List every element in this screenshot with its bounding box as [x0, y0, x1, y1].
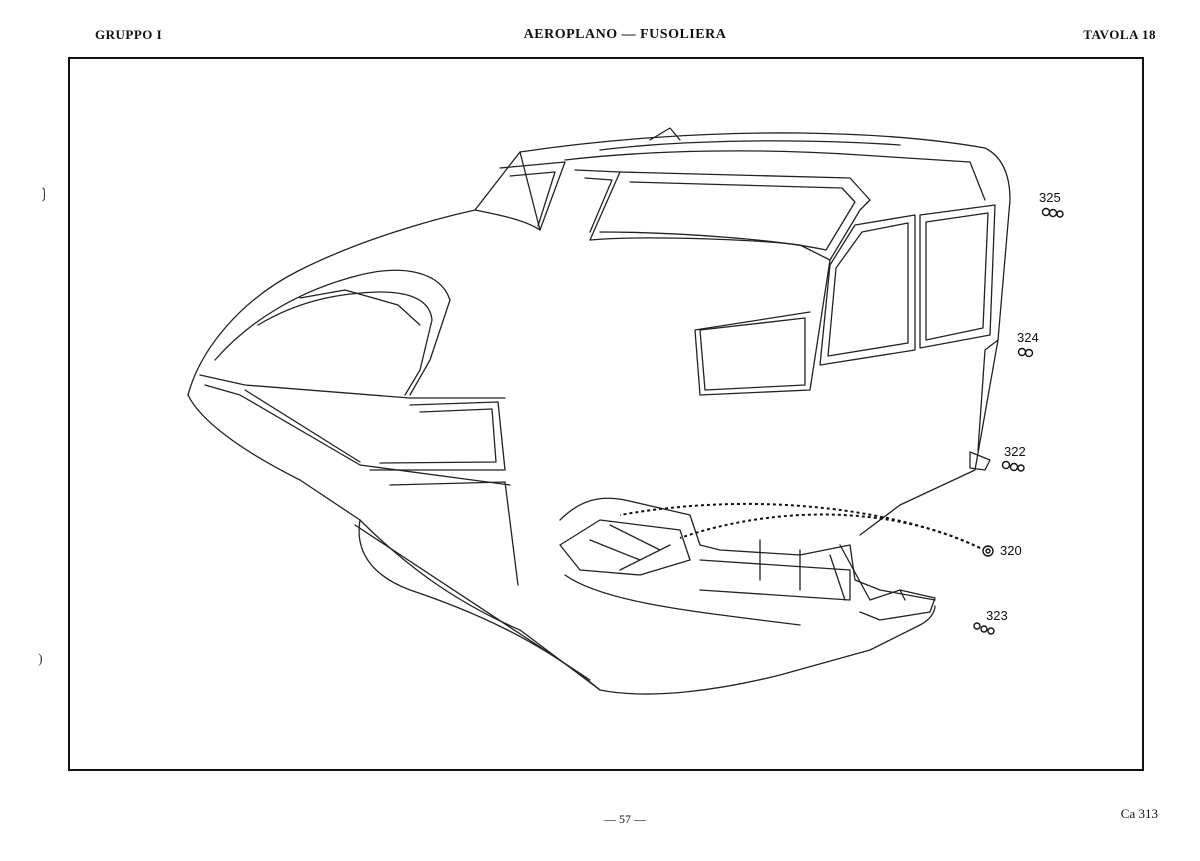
callout-322: 322: [1004, 444, 1026, 459]
drawing-frame: [68, 57, 1144, 771]
plate-label: TAVOLA 18: [1083, 27, 1156, 42]
binding-mark-bottom: ): [38, 652, 43, 667]
page-title: AEROPLANO — FUSOLIERA: [523, 27, 727, 42]
callout-323: 323: [986, 608, 1008, 623]
fuselage-outline: [187, 132, 1011, 536]
part-325-icon: [1041, 207, 1064, 218]
canopy-frames: [474, 151, 541, 231]
callout-325: 325: [1039, 190, 1061, 205]
page-number: — 57 —: [604, 812, 646, 826]
part-320-icon: [982, 545, 994, 557]
binding-mark-top: ❳: [38, 187, 50, 202]
part-323-icon: [973, 622, 995, 635]
leader-line-320b: [679, 513, 981, 549]
part-324-icon: [1017, 347, 1034, 358]
aircraft-model: Ca 313: [1120, 806, 1158, 821]
part-322-icon: [1001, 460, 1025, 472]
cutaway-structure: [559, 497, 936, 601]
side-windows: [694, 259, 831, 396]
lower-hull: [187, 394, 936, 695]
leader-line-320a: [619, 502, 981, 549]
callout-324: 324: [1017, 330, 1039, 345]
nose-glazing: [214, 269, 451, 396]
callout-320: 320: [1000, 543, 1022, 558]
group-label: GRUPPO I: [95, 27, 163, 42]
